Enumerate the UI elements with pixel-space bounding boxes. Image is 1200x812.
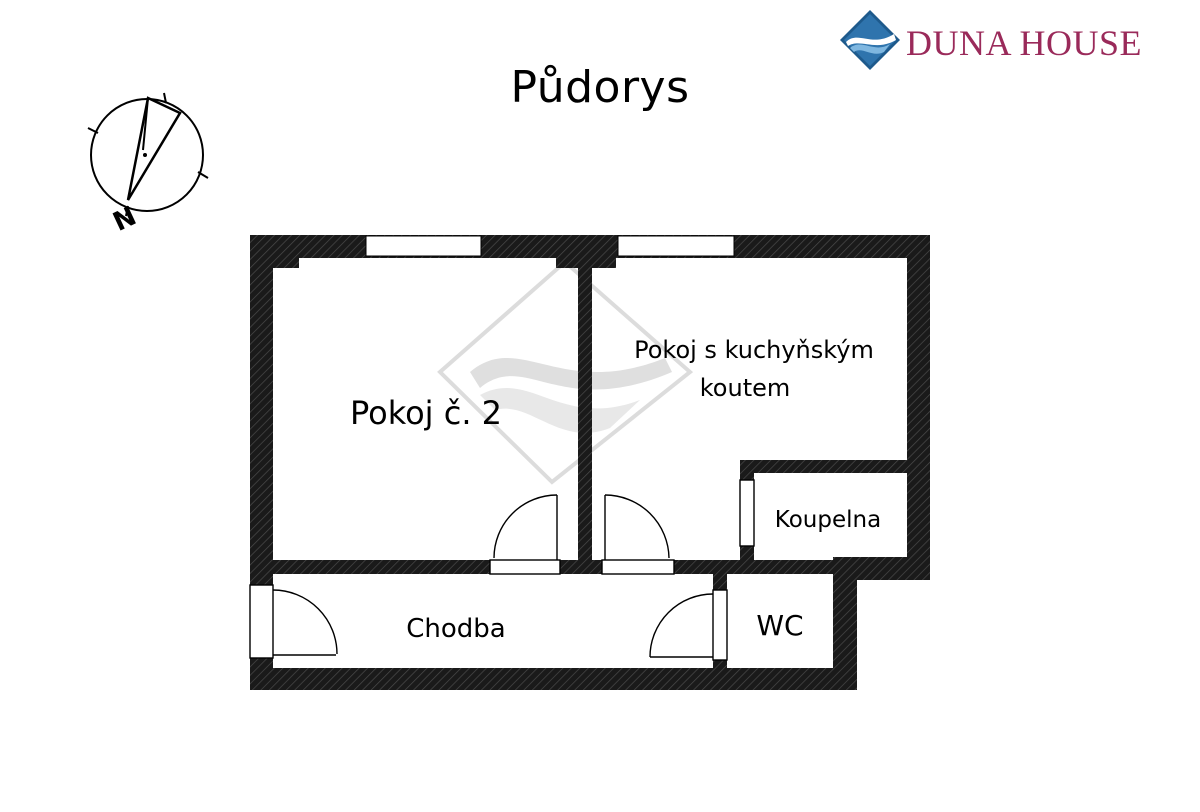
brand-logo: DUNA HOUSE (838, 8, 1178, 72)
room-label-bathroom: Koupelna (775, 507, 881, 533)
windows (365, 235, 735, 257)
room-label-corridor: Chodba (406, 614, 505, 644)
north-label: N (109, 201, 141, 237)
north-arrow-icon (87, 92, 209, 217)
room-label-living-line2: koutem (700, 374, 791, 402)
wave-logo-icon (840, 10, 900, 70)
page-title: Půdorys (510, 62, 690, 113)
walls (250, 235, 930, 690)
brand-name: DUNA HOUSE (906, 23, 1143, 63)
doors (249, 479, 755, 661)
room-label-living-line1: Pokoj s kuchyňským (634, 336, 874, 364)
watermark-logo (437, 259, 694, 485)
room-label-wc: WC (756, 609, 803, 642)
room-label-pokoj-2: Pokoj č. 2 (350, 394, 502, 432)
